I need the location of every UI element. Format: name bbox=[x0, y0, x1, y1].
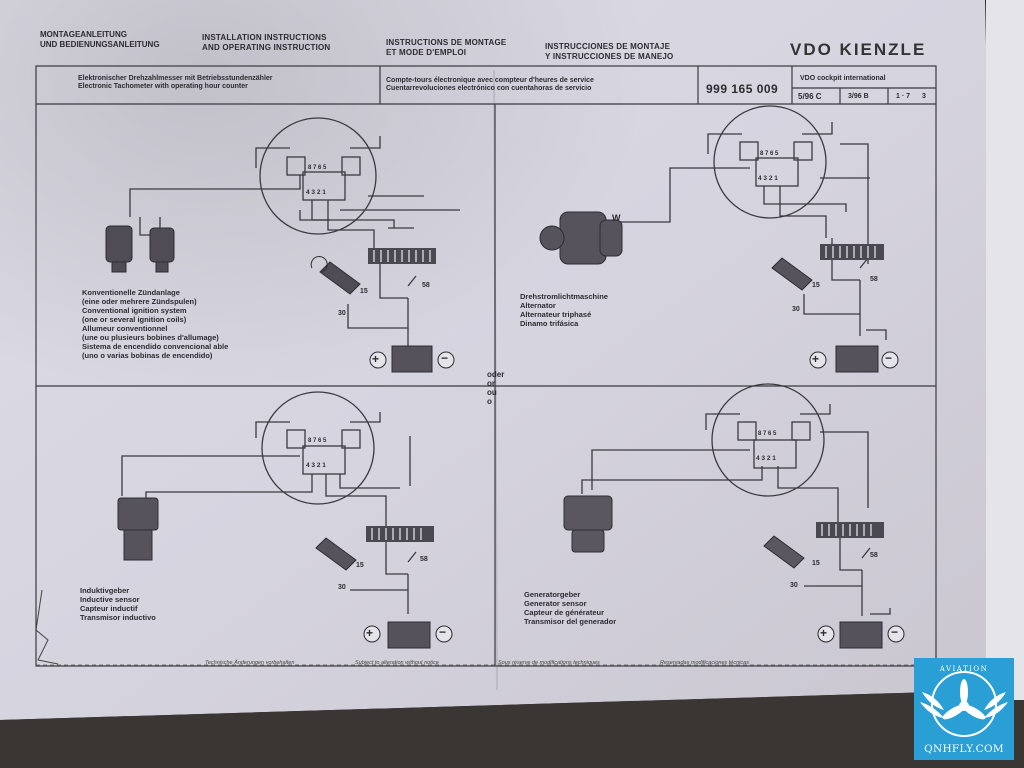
label-58-br: 58 bbox=[870, 552, 878, 559]
terminals-top-bl: 8 7 6 5 bbox=[308, 438, 327, 444]
caption-alternator: Drehstromlichtmaschine Alternator Altern… bbox=[520, 292, 608, 328]
caption-tr-line2: Alternator bbox=[520, 301, 556, 310]
header-es: INSTRUCCIONES DE MONTAJE Y INSTRUCCIONES… bbox=[545, 42, 673, 62]
label-w: W bbox=[612, 213, 621, 223]
header-en-line1: INSTALLATION INSTRUCTIONS bbox=[202, 33, 327, 42]
footer-de: Technische Änderungen vorbehalten bbox=[205, 660, 295, 666]
caption-bl-line4: Transmisor inductivo bbox=[80, 613, 156, 622]
pages-code: 1 · 7 bbox=[896, 93, 911, 100]
or-en: or bbox=[487, 379, 495, 388]
footer-en: Subject to alteration without notice bbox=[355, 660, 439, 666]
header-en: INSTALLATION INSTRUCTIONS AND OPERATING … bbox=[202, 33, 330, 53]
date-code: 3/96 B bbox=[848, 93, 869, 100]
or-separator: oder or ou o bbox=[487, 370, 504, 406]
version-code: 5/96 C bbox=[798, 92, 822, 101]
terminals-bottom-tr: 4 3 2 1 bbox=[758, 175, 778, 182]
terminals-top-br: 8 7 6 5 bbox=[758, 431, 777, 437]
or-fr: ou bbox=[487, 388, 497, 397]
series-name: VDO cockpit international bbox=[800, 75, 886, 82]
minus-tl: − bbox=[441, 351, 449, 365]
caption-bl-line2: Inductive sensor bbox=[80, 595, 140, 604]
caption-tl-line1: Konventionelle Zündanlage bbox=[82, 288, 180, 297]
label-30-tl: 30 bbox=[338, 310, 346, 317]
logo-bottom-text: QNHFLY.COM bbox=[924, 743, 1004, 755]
caption-tr-line1: Drehstromlichtmaschine bbox=[520, 292, 608, 301]
logo-top-text: AVIATION bbox=[939, 665, 989, 673]
caption-bl-line3: Capteur inductif bbox=[80, 604, 138, 613]
label-58-bl: 58 bbox=[420, 556, 428, 563]
label-30-tr: 30 bbox=[792, 306, 800, 313]
header-fr-line1: INSTRUCTIONS DE MONTAGE bbox=[386, 38, 507, 47]
minus-tr: − bbox=[885, 351, 893, 365]
plus-bl: + bbox=[366, 626, 374, 640]
header-de-line1: MONTAGEANLEITUNG bbox=[40, 30, 127, 39]
caption-tr-line3: Alternateur triphasé bbox=[520, 310, 592, 319]
header-de-line2: UND BEDIENUNGSANLEITUNG bbox=[40, 40, 160, 49]
plus-br: + bbox=[820, 626, 828, 640]
terminals-bottom-tl: 4 3 2 1 bbox=[306, 189, 326, 196]
terminals-top-tl: 8 7 6 5 bbox=[308, 165, 327, 171]
header-es-line2: Y INSTRUCCIONES DE MANEJO bbox=[545, 52, 674, 61]
caption-bl-line1: Induktivgeber bbox=[80, 586, 130, 595]
footer-es: Reservadas modificaciones técnicas bbox=[660, 660, 749, 666]
title-left-de: Elektronischer Drehzahlmesser mit Betrie… bbox=[78, 75, 273, 82]
page-number: 3 bbox=[922, 93, 926, 100]
header-de: MONTAGEANLEITUNG UND BEDIENUNGSANLEITUNG bbox=[40, 30, 160, 50]
caption-tl-line4: (one or several ignition coils) bbox=[82, 315, 187, 324]
plus-tl: + bbox=[372, 352, 380, 366]
header-es-line1: INSTRUCCIONES DE MONTAJE bbox=[545, 42, 671, 51]
caption-tr-line4: Dinamo trifásica bbox=[520, 319, 579, 328]
brand-logo: VDO KIENZLE bbox=[790, 40, 927, 59]
title-middle-es: Cuentarrevoluciones electrónico con cuen… bbox=[386, 85, 592, 92]
caption-br-line3: Capteur de générateur bbox=[524, 608, 605, 617]
header-en-line2: AND OPERATING INSTRUCTION bbox=[202, 43, 331, 52]
caption-tl-line8: (uno o varias bobinas de encendido) bbox=[82, 351, 213, 360]
title-left-en: Electronic Tachometer with operating hou… bbox=[78, 83, 248, 90]
caption-inductive-sensor: Induktivgeber Inductive sensor Capteur i… bbox=[80, 586, 156, 622]
label-15-tl: 15 bbox=[360, 288, 368, 295]
part-number: 999 165 009 bbox=[706, 82, 779, 96]
footer-fr: Sous réserve de modifications techniques bbox=[498, 660, 600, 666]
label-30-br: 30 bbox=[790, 582, 798, 589]
caption-ignition-system: Konventionelle Zündanlage (eine oder meh… bbox=[82, 288, 228, 360]
label-30-bl: 30 bbox=[338, 584, 346, 591]
label-58-tl: 58 bbox=[422, 282, 430, 289]
caption-tl-line7: Sistema de encendido convencional able bbox=[82, 342, 229, 351]
propeller-wings-icon bbox=[920, 671, 1008, 737]
title-middle: Compte-tours électronique avec compteur … bbox=[386, 77, 594, 93]
caption-tl-line2: (eine oder mehrere Zündspulen) bbox=[82, 297, 197, 306]
label-15-br: 15 bbox=[812, 560, 820, 567]
title-middle-fr: Compte-tours électronique avec compteur … bbox=[386, 77, 594, 84]
plus-tr: + bbox=[812, 352, 820, 366]
header-fr-line2: ET MODE D'EMPLOI bbox=[386, 48, 467, 57]
minus-bl: − bbox=[439, 625, 447, 639]
terminals-bottom-br: 4 3 2 1 bbox=[756, 455, 776, 462]
title-left: Elektronischer Drehzahlmesser mit Betrie… bbox=[78, 75, 273, 91]
or-es: o bbox=[487, 397, 492, 406]
caption-generator-sensor: Generatorgeber Generator sensor Capteur … bbox=[524, 590, 616, 626]
or-de: oder bbox=[487, 370, 505, 379]
label-58-tr: 58 bbox=[870, 276, 878, 283]
label-15-bl: 15 bbox=[356, 562, 364, 569]
caption-tl-line5: Allumeur conventionnel bbox=[82, 324, 168, 333]
terminals-bottom-bl: 4 3 2 1 bbox=[306, 462, 326, 469]
header-fr: INSTRUCTIONS DE MONTAGE ET MODE D'EMPLOI bbox=[386, 38, 506, 58]
caption-tl-line3: Conventional ignition system bbox=[82, 306, 187, 315]
caption-tl-line6: (une ou plusieurs bobines d'allumage) bbox=[82, 333, 219, 342]
caption-br-line4: Transmisor del generador bbox=[524, 617, 617, 626]
qnhfly-watermark: AVIATION QNHFLY.COM bbox=[914, 658, 1014, 760]
caption-br-line2: Generator sensor bbox=[524, 599, 587, 608]
terminals-top-tr: 8 7 6 5 bbox=[760, 151, 779, 157]
caption-br-line1: Generatorgeber bbox=[524, 590, 581, 599]
minus-br: − bbox=[891, 625, 899, 639]
label-15-tr: 15 bbox=[812, 282, 820, 289]
